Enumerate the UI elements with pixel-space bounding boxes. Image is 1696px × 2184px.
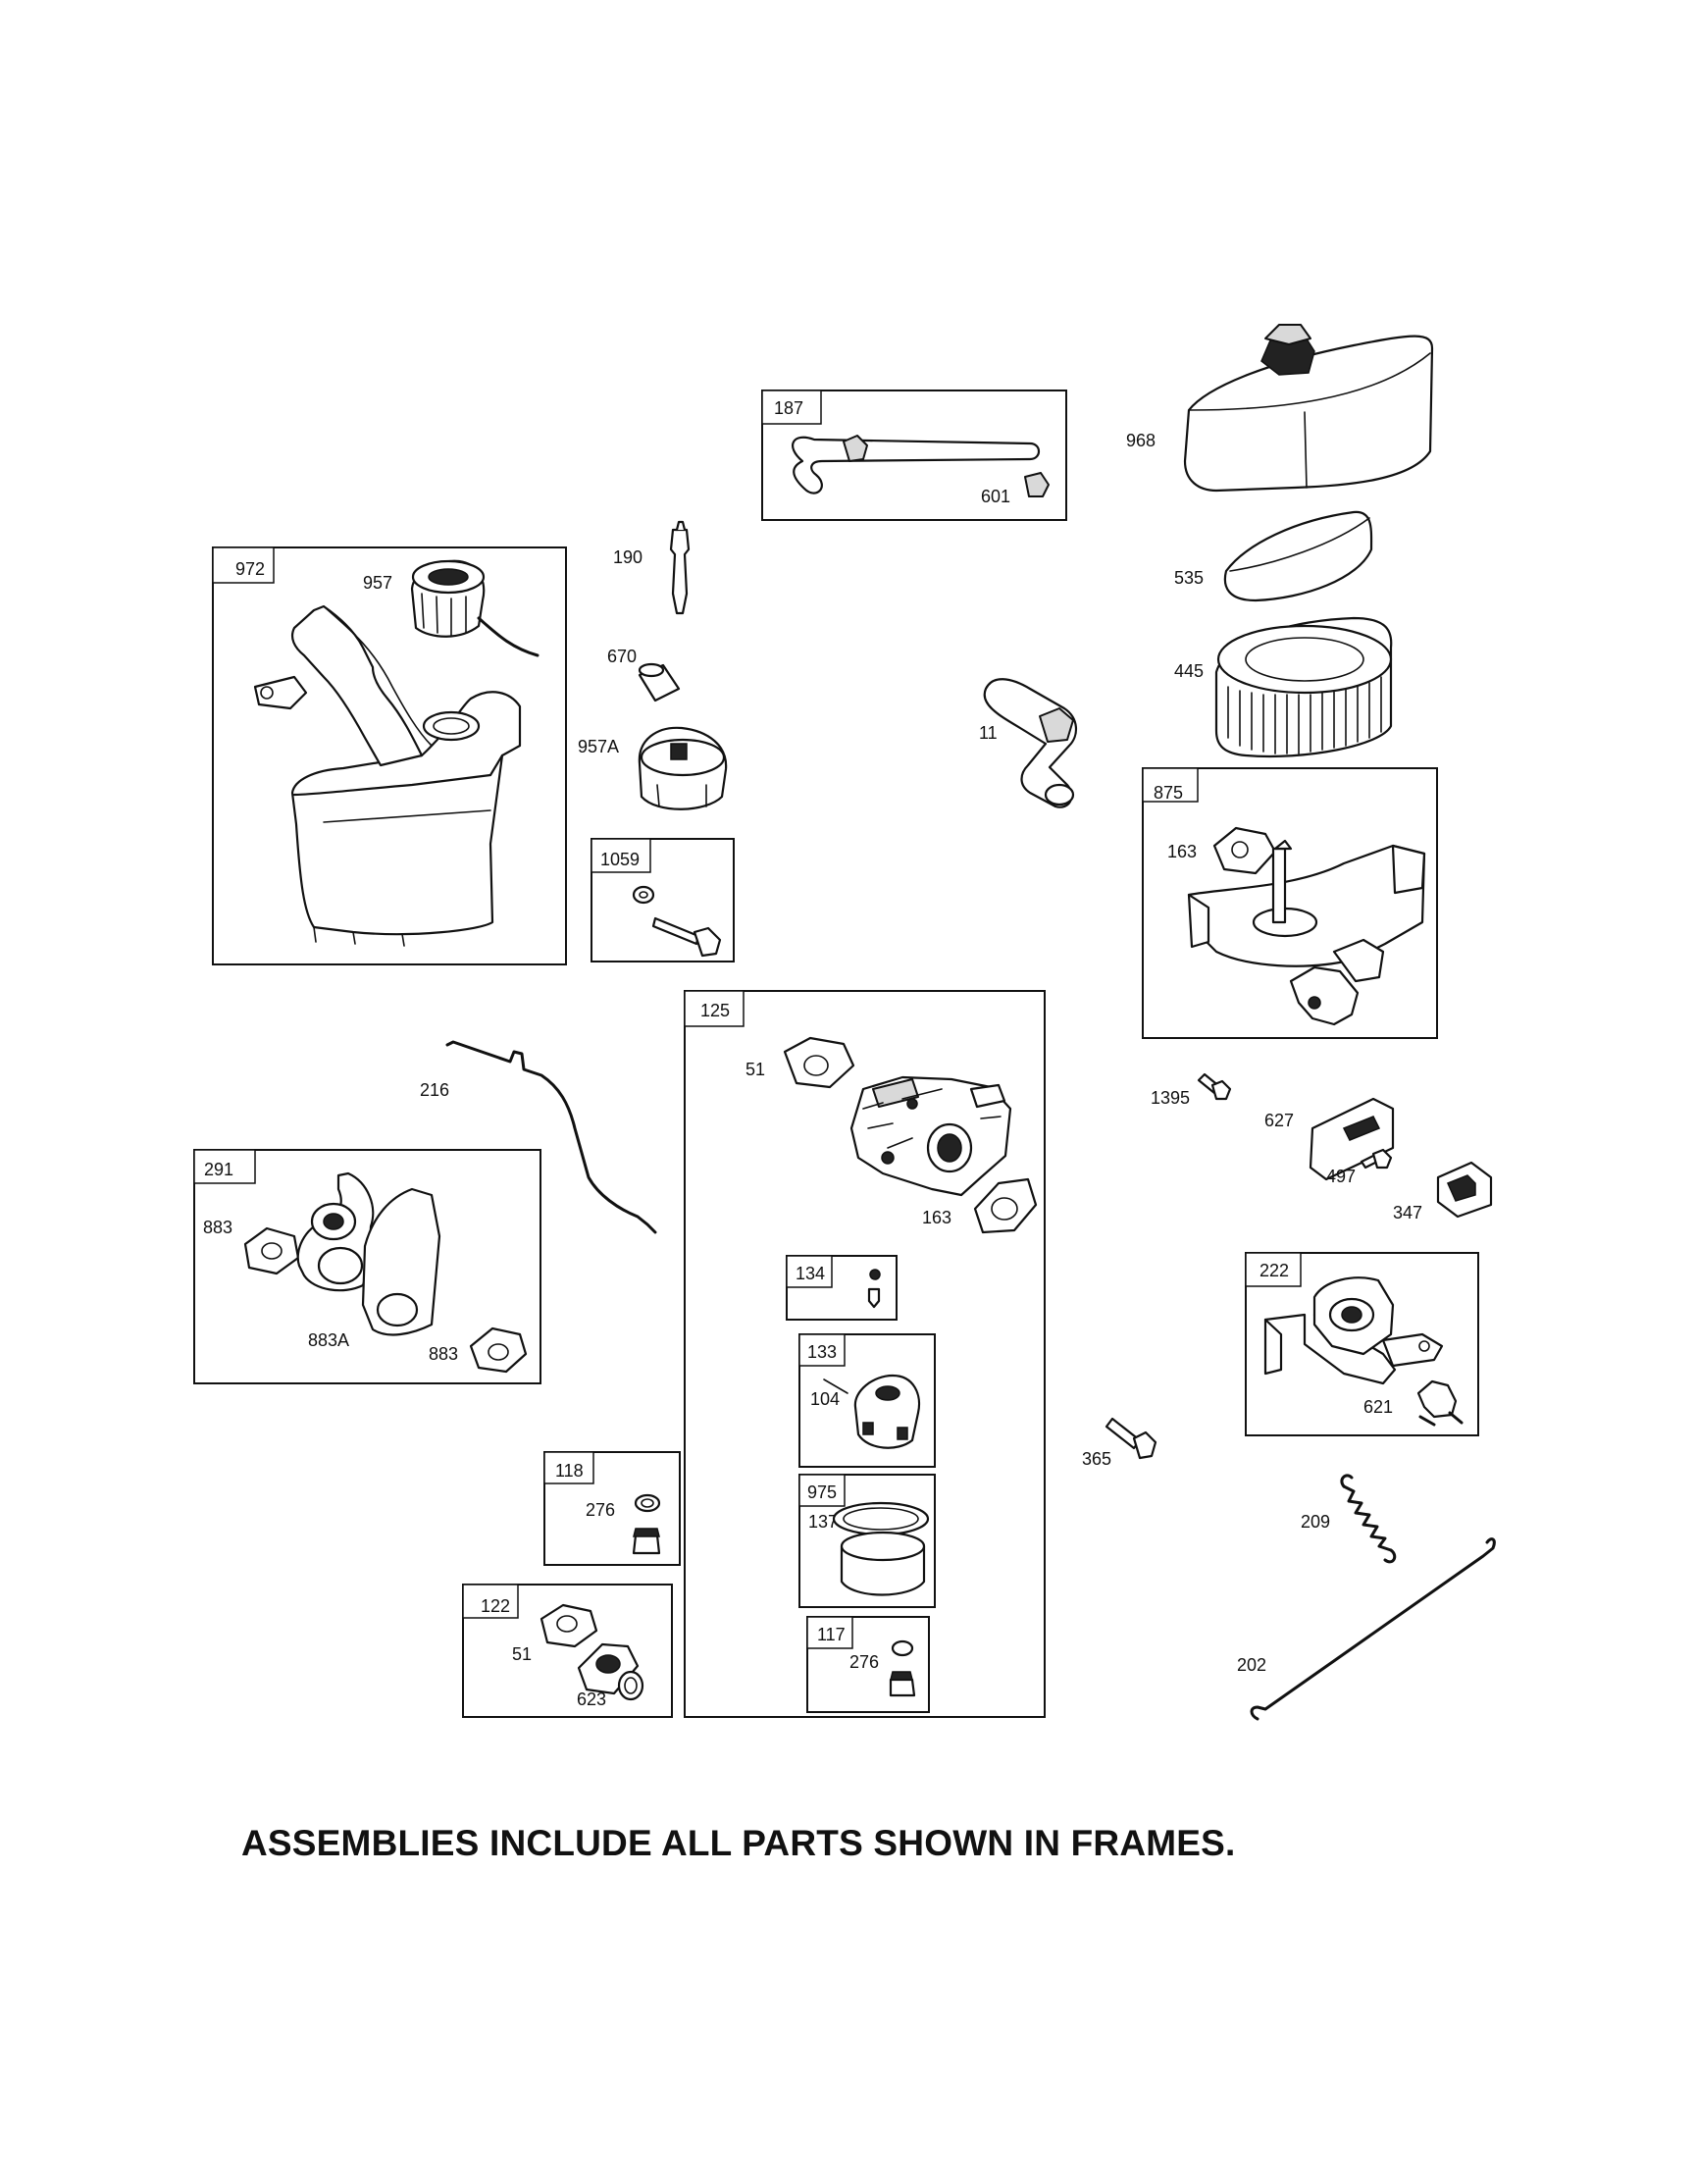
- part-label-883-b: 883: [429, 1344, 458, 1364]
- part-label-51-a: 51: [745, 1060, 765, 1079]
- part-label-535: 535: [1174, 568, 1204, 588]
- part-label-621: 621: [1363, 1397, 1393, 1417]
- governor-link: [445, 1040, 657, 1234]
- elbow-hose: [983, 678, 1077, 808]
- frame-125: 125 51 163 134: [684, 990, 1046, 1718]
- part-label-202: 202: [1237, 1655, 1266, 1675]
- governor-control-drawing: [1263, 1276, 1464, 1427]
- part-label-216: 216: [420, 1080, 449, 1100]
- frame-label-1059: 1059: [600, 850, 640, 869]
- frame-972: 972 957: [212, 546, 567, 965]
- frame-label-118: 118: [555, 1461, 584, 1481]
- bolt-365: [1105, 1417, 1157, 1460]
- part-label-137: 137: [808, 1512, 838, 1532]
- part-label-623: 623: [577, 1690, 606, 1709]
- frame-133: 133 104: [798, 1333, 936, 1468]
- frame-label-117: 117: [817, 1625, 846, 1644]
- part-label-670: 670: [607, 647, 637, 666]
- part-label-601: 601: [981, 487, 1010, 506]
- spring-209: [1340, 1474, 1397, 1564]
- frame-118: 118 276: [543, 1451, 681, 1566]
- frame-975: 975 137: [798, 1474, 936, 1608]
- part-label-957: 957: [363, 573, 392, 593]
- part-label-627: 627: [1264, 1111, 1294, 1130]
- breather-tube-drawing: [792, 435, 1050, 497]
- frame-label-975: 975: [807, 1482, 837, 1502]
- part-label-276-b: 276: [849, 1652, 879, 1672]
- part-label-163-b: 163: [922, 1208, 951, 1227]
- part-label-11: 11: [979, 723, 998, 743]
- dipstick-parts: [638, 520, 728, 810]
- part-label-190: 190: [613, 547, 642, 567]
- right-small-parts: [1197, 1072, 1493, 1219]
- part-label-445: 445: [1174, 661, 1204, 681]
- part-label-163-a: 163: [1167, 842, 1197, 861]
- part-label-209: 209: [1301, 1512, 1330, 1532]
- frame-1059: 1059: [591, 838, 735, 962]
- pre-cleaner: [1223, 510, 1373, 602]
- part-label-347: 347: [1393, 1203, 1422, 1222]
- frame-label-222: 222: [1259, 1261, 1289, 1280]
- frame-label-122: 122: [481, 1596, 510, 1616]
- frame-122: 122 51 623: [462, 1584, 673, 1718]
- part-label-968: 968: [1126, 431, 1156, 450]
- frame-222: 222 621: [1245, 1252, 1479, 1436]
- part-label-276-a: 276: [586, 1500, 615, 1520]
- part-label-1395: 1395: [1151, 1088, 1190, 1108]
- air-cleaner-base-drawing: [1187, 826, 1426, 1026]
- fuel-tank-drawing: [253, 559, 540, 947]
- part-label-365: 365: [1082, 1449, 1111, 1469]
- frame-label-972: 972: [235, 559, 265, 579]
- frame-label-187: 187: [774, 398, 803, 418]
- frame-134: 134: [786, 1255, 898, 1321]
- frame-label-133: 133: [807, 1342, 837, 1362]
- air-cleaner-cover: [1183, 324, 1434, 493]
- governor-rod-202: [1250, 1537, 1496, 1721]
- frame-187: 187 601: [761, 390, 1067, 521]
- part-label-883-a: 883: [203, 1218, 232, 1237]
- frame-label-125: 125: [700, 1001, 730, 1020]
- frame-label-134: 134: [796, 1264, 825, 1283]
- part-label-104: 104: [810, 1389, 840, 1409]
- intake-manifold-drawing: [243, 1171, 528, 1374]
- part-label-497: 497: [1326, 1167, 1356, 1186]
- frame-label-875: 875: [1154, 783, 1183, 803]
- footer-note: ASSEMBLIES INCLUDE ALL PARTS SHOWN IN FR…: [241, 1823, 1236, 1863]
- air-filter: [1214, 616, 1393, 758]
- part-label-883A: 883A: [308, 1330, 349, 1350]
- part-label-51-b: 51: [512, 1644, 532, 1664]
- frame-label-291: 291: [204, 1160, 233, 1179]
- frame-875: 875 163: [1142, 767, 1438, 1039]
- part-label-957A: 957A: [578, 737, 619, 756]
- carburetor-drawing: [783, 1036, 1038, 1234]
- frame-291: 291 883 883A 883: [193, 1149, 541, 1384]
- frame-117: 117 276: [806, 1616, 930, 1713]
